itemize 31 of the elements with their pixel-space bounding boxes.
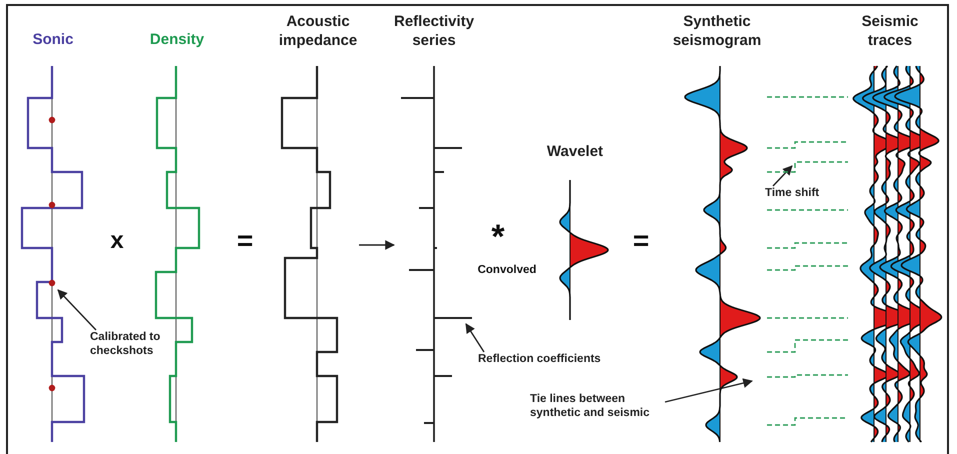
annotation-text: Tie lines between synthetic and seismic [530,392,665,422]
column-heading: Density [148,30,206,49]
equals-sign: = [236,228,254,254]
operation-label: Convolved [476,263,538,278]
arrow [359,240,395,250]
leader-line [57,289,96,330]
annotation-text: Calibrated to checkshots [90,330,172,360]
tie-line [767,242,848,249]
annotation-text: Reflection coefficients [478,352,628,368]
tie-line [767,141,848,149]
tie-line [767,96,848,98]
leader-line [772,165,793,186]
multiply-sign: x [109,228,125,254]
column-heading: Sonic [32,30,74,49]
tie-line [767,161,848,173]
column-heading: Synthetic seismogram [672,12,762,50]
tie-line [767,417,848,426]
equals-sign: = [632,228,650,254]
column-heading: Wavelet [546,142,604,161]
column-heading: Acoustic impedance [278,12,358,50]
leader-line [664,378,753,403]
tie-line [767,317,848,319]
convolution-asterisk: * [490,222,506,252]
column-heading: Seismic traces [860,12,920,50]
tie-line [767,374,848,378]
tie-line [767,209,848,211]
tie-line [767,339,848,353]
column-heading: Reflectivity series [394,12,474,50]
tie-line [767,265,848,271]
leader-line [465,323,485,352]
annotation-text: Time shift [765,186,825,201]
